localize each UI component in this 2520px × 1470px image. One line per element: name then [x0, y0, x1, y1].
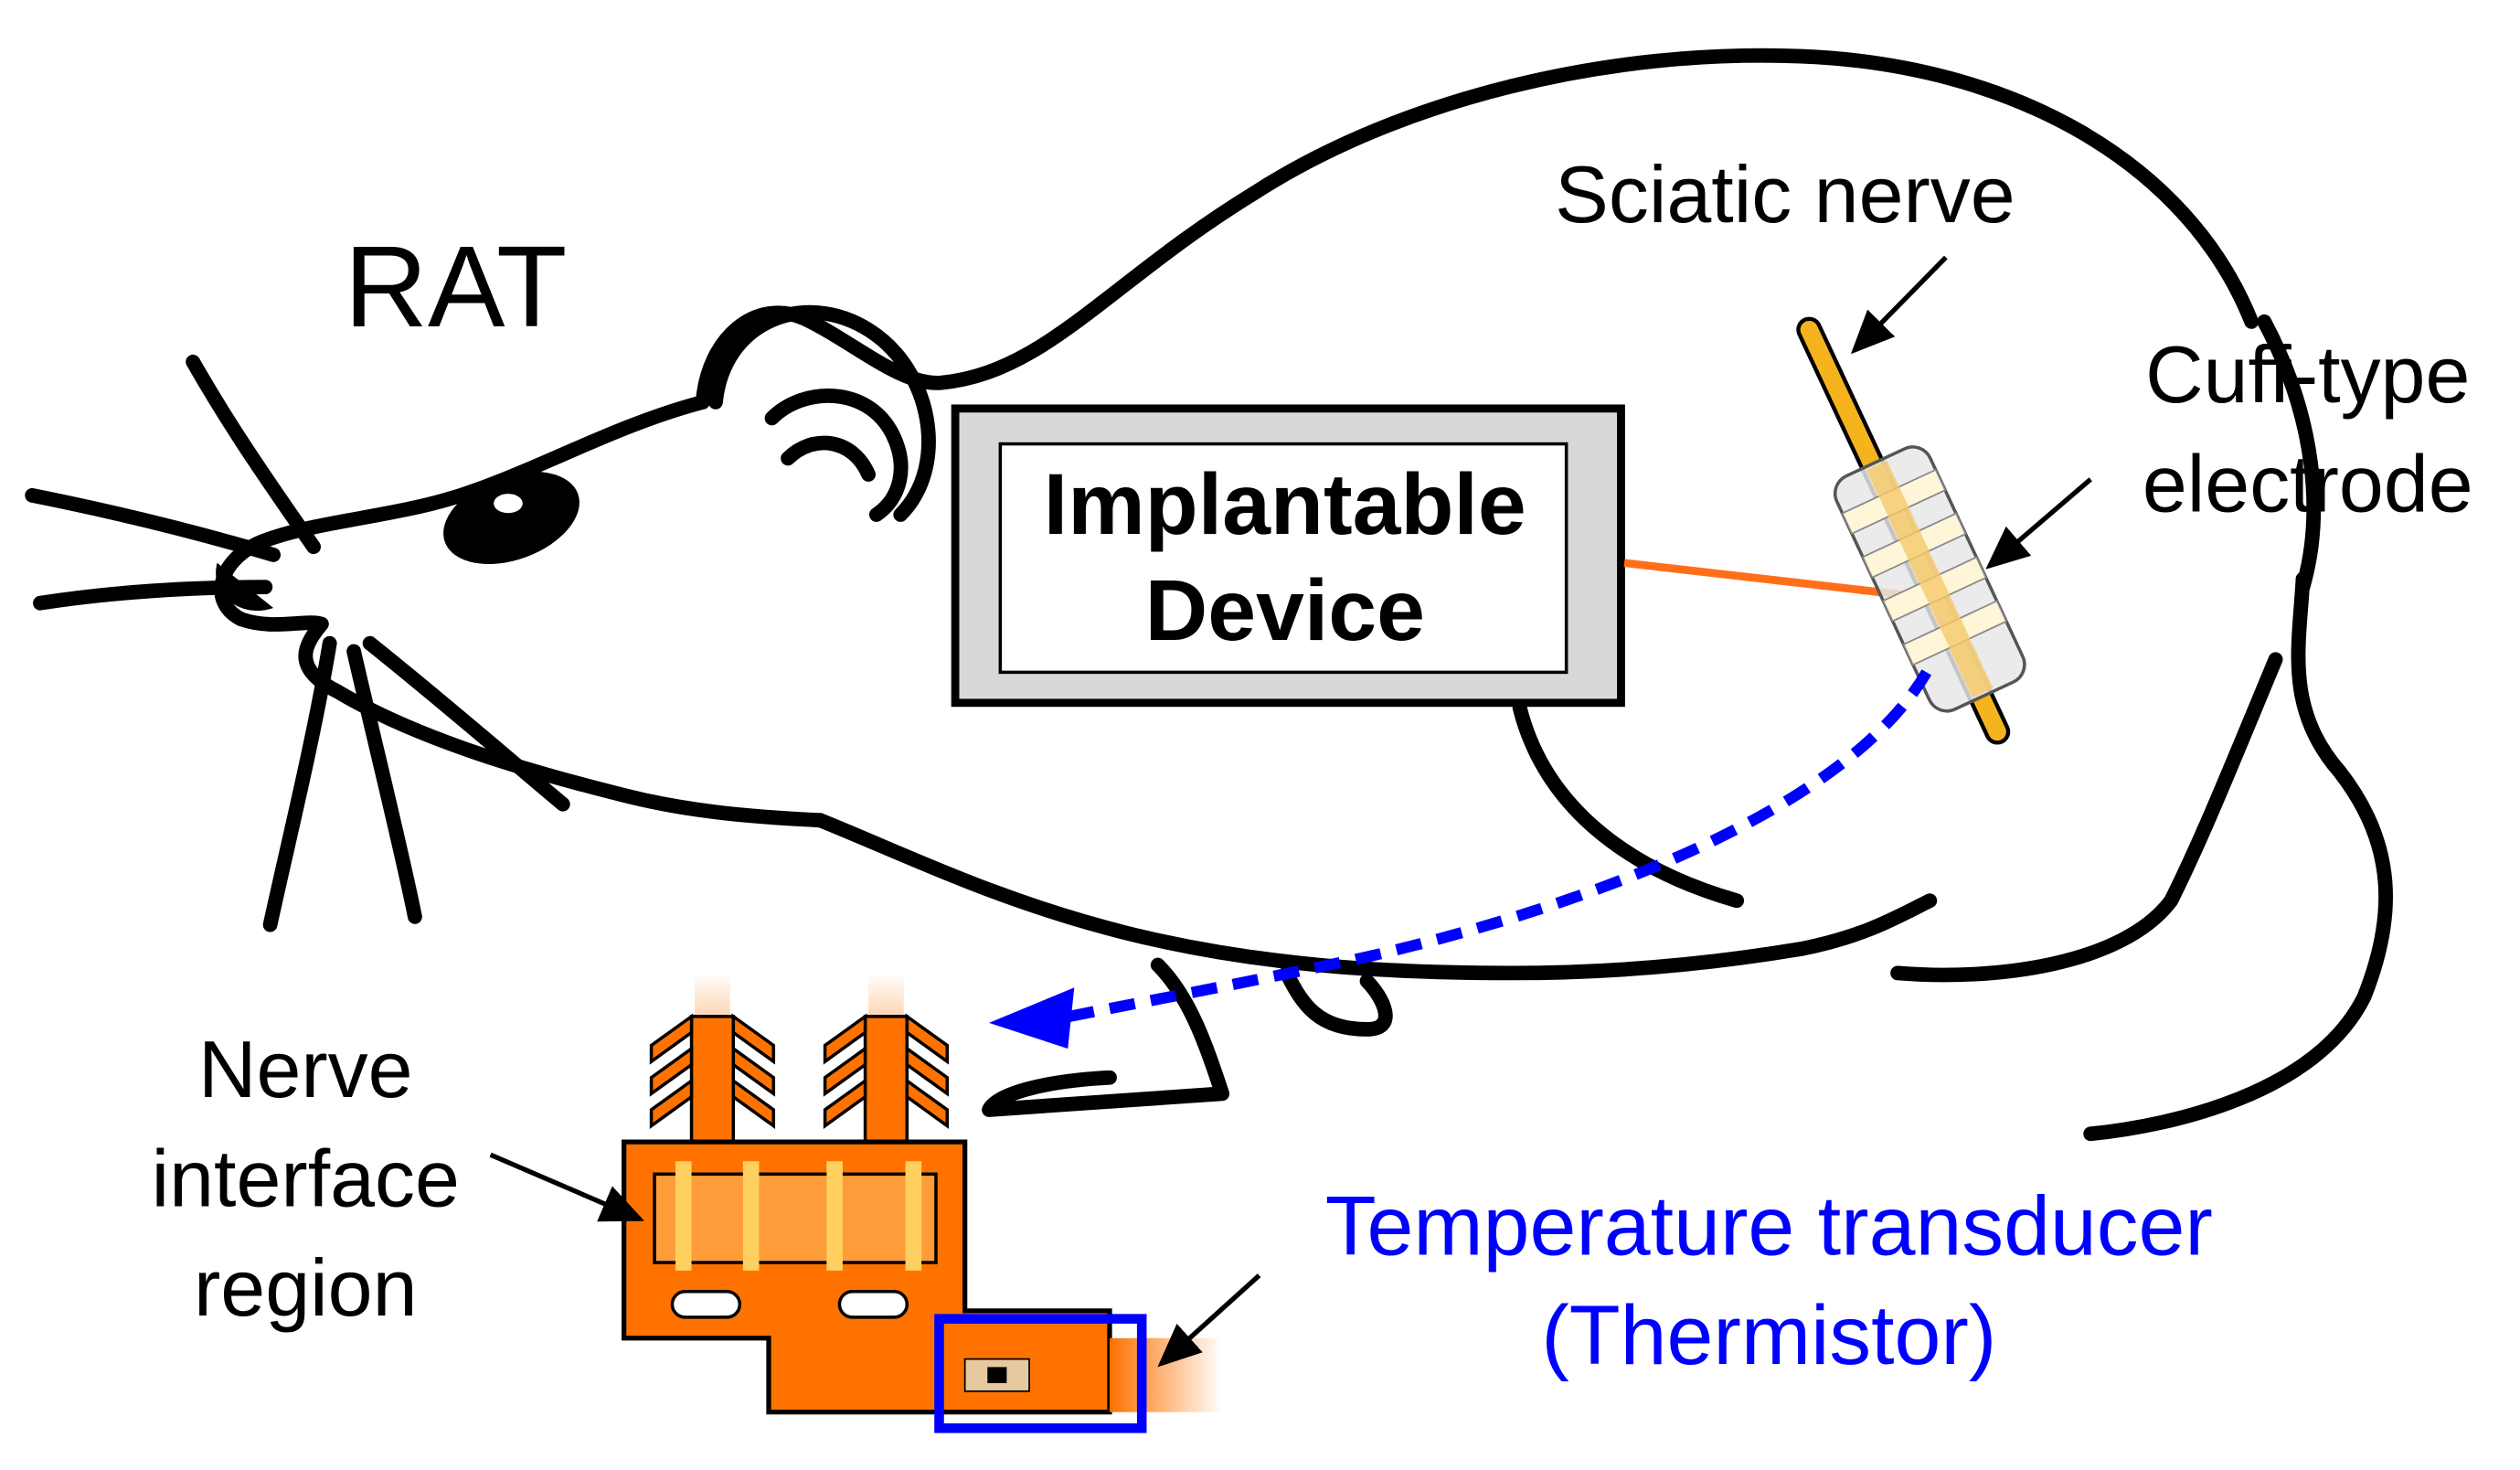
sciatic-arrow — [1850, 255, 1948, 355]
rat-belly — [813, 813, 1938, 981]
rat-eye — [443, 472, 579, 564]
nerve-label-line2: interface — [152, 1133, 460, 1223]
animal-label: RAT — [345, 221, 568, 351]
interface-window — [653, 1172, 938, 1264]
rat-tail — [2083, 571, 2393, 1142]
nerve-label-line3: region — [194, 1242, 418, 1333]
cuff-label-line2: electrode — [2143, 438, 2473, 528]
rat-front-leg — [982, 957, 1230, 1117]
cuff-label-line1: Cuff-type — [2145, 329, 2470, 420]
lead-wire — [1623, 559, 1907, 600]
nerve-interface-device — [622, 973, 1223, 1433]
rat-eye-highlight — [494, 494, 523, 514]
rat-whisker — [262, 635, 337, 932]
implantable-device: Implantable Device — [951, 404, 1625, 708]
thermistor-highlight-box — [934, 1314, 1147, 1433]
rat-whisker — [362, 635, 570, 812]
rat-hind-leg — [1890, 652, 2283, 983]
rat-nose — [216, 562, 274, 612]
rat-haunch — [1512, 700, 1745, 909]
rat-front-paw — [1279, 965, 1393, 1037]
rat-ear-inner2 — [781, 435, 877, 482]
rat-snout — [214, 394, 828, 828]
temp-label-line2: (Thermistor) — [1541, 1289, 1996, 1382]
device-label-line2: Device — [1145, 562, 1425, 659]
sciatic-nerve-label: Sciatic nerve — [1555, 149, 2015, 240]
rat-outline — [25, 48, 2393, 1142]
rat-whisker — [25, 487, 282, 562]
temp-label-line1: Temperature transducer — [1325, 1179, 2213, 1273]
rat-whisker — [186, 354, 322, 555]
cuff-arrow — [1985, 477, 2092, 570]
zoom-arrowhead — [989, 987, 1075, 1049]
rat-back — [695, 48, 2259, 410]
cuff-electrode — [1833, 445, 2026, 713]
temp-arrow — [1157, 1273, 1261, 1368]
rat-rump — [2257, 314, 2322, 595]
nerve-arrow — [489, 1152, 645, 1222]
rat-whisker — [346, 644, 422, 924]
device-label-line1: Implantable — [1044, 456, 1526, 553]
rat-ear-inner — [764, 389, 909, 522]
nerve-label-line1: Nerve — [198, 1024, 413, 1114]
rat-ear-outer — [708, 304, 936, 522]
device-inner-box — [998, 442, 1568, 675]
zoom-dashed-arrow — [1068, 669, 1932, 1022]
